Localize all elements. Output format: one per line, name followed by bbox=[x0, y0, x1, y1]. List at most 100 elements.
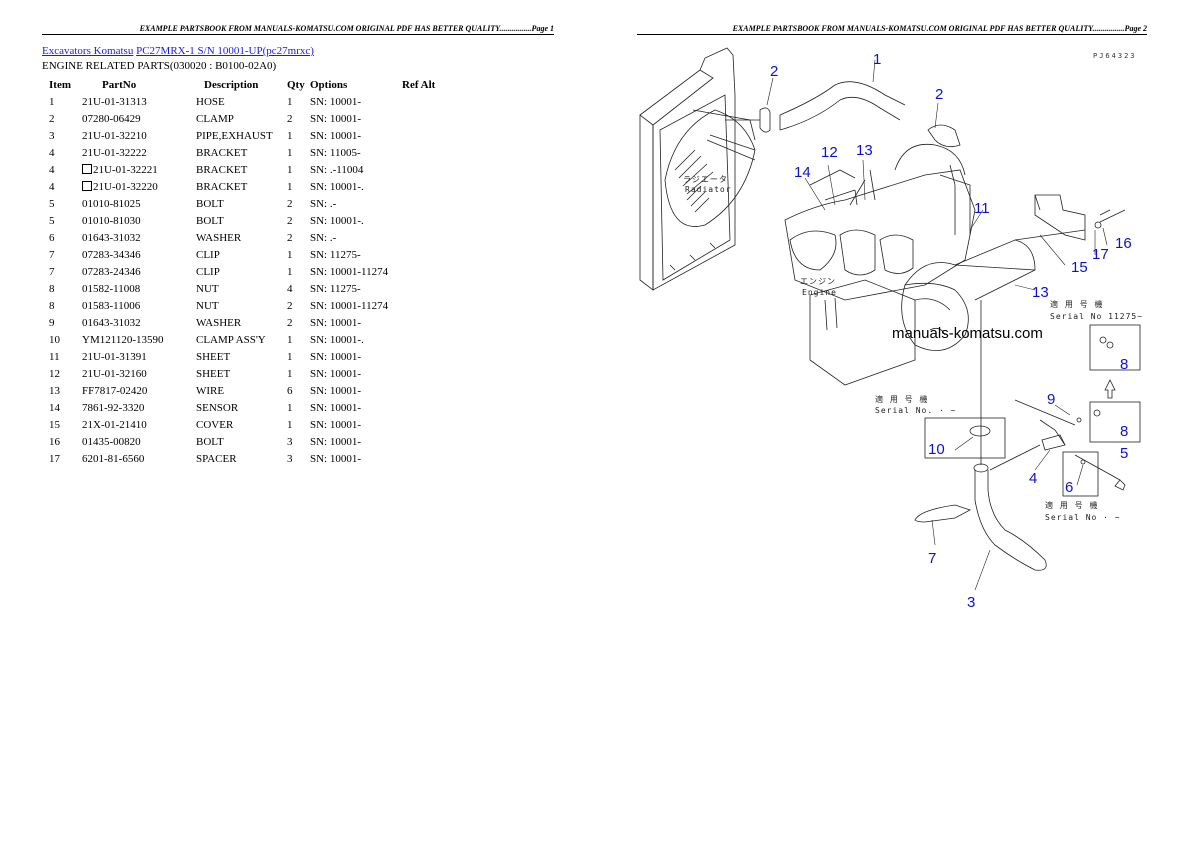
partno-cell: 21U-01-31313 bbox=[82, 93, 196, 110]
ref-alt-cell bbox=[402, 178, 462, 195]
options-cell: SN: .-11004 bbox=[310, 163, 364, 176]
qty-cell: 2 bbox=[287, 299, 293, 312]
item-cell: 15 bbox=[49, 418, 60, 431]
radiator-label-jp: ラジエータ bbox=[683, 175, 728, 184]
checkbox-square-icon bbox=[82, 163, 92, 174]
callout-13: 13 bbox=[856, 142, 873, 159]
options-cell: SN: 10001- bbox=[310, 418, 362, 431]
ref-alt-cell bbox=[402, 365, 462, 382]
qty-cell: 1 bbox=[287, 418, 293, 431]
item-cell: 2 bbox=[49, 112, 55, 125]
callout-10: 10 bbox=[928, 441, 945, 458]
options-cell: SN: .- bbox=[310, 197, 337, 210]
qty-cell: 6 bbox=[287, 384, 293, 397]
options-cell: SN: 10001- bbox=[310, 129, 362, 142]
part-number: 01010-81030 bbox=[82, 214, 141, 227]
part-number: 21U-01-32222 bbox=[82, 146, 147, 159]
callout-9: 9 bbox=[1047, 391, 1056, 408]
diagram-reference-code: PJ64323 bbox=[1093, 52, 1137, 60]
part-number: 01643-31032 bbox=[82, 316, 141, 329]
item-cell: 16 bbox=[49, 435, 60, 448]
partno-cell: 21U-01-32210 bbox=[82, 127, 196, 144]
part-number: FF7817-02420 bbox=[82, 384, 148, 397]
model-link[interactable]: PC27MRX-1 S/N 10001-UP(pc27mrxc) bbox=[136, 45, 314, 57]
part-number: 21U-01-32210 bbox=[82, 129, 147, 142]
qty-cell: 3 bbox=[287, 452, 293, 465]
qty-cell: 1 bbox=[287, 95, 293, 108]
page-header: EXAMPLE PARTSBOOK FROM MANUALS-KOMATSU.C… bbox=[637, 24, 1147, 35]
partno-cell: 21X-01-21410 bbox=[82, 416, 196, 433]
options-cell: SN: 10001- bbox=[310, 112, 362, 125]
partno-cell: 21U-01-31391 bbox=[82, 348, 196, 365]
ref-alt-cell bbox=[402, 195, 462, 212]
column-header-item: Item bbox=[49, 78, 71, 91]
qty-cell: 1 bbox=[287, 180, 293, 193]
ref-alt-cell bbox=[402, 246, 462, 263]
part-number: 21U-01-32160 bbox=[82, 367, 147, 380]
callout-15: 15 bbox=[1071, 259, 1088, 276]
callout-12: 12 bbox=[821, 144, 838, 161]
part-number: 21U-01-32220 bbox=[93, 180, 158, 193]
part-number: 07280-06429 bbox=[82, 112, 141, 125]
description-cell: CLIP bbox=[196, 248, 220, 261]
ref-alt-cell bbox=[402, 127, 462, 144]
qty-cell: 1 bbox=[287, 350, 293, 363]
table-row: 15 21X-01-21410 COVER 1 SN: 10001- bbox=[44, 416, 462, 433]
description-cell: CLAMP ASS'Y bbox=[196, 333, 266, 346]
item-cell: 11 bbox=[49, 350, 60, 363]
description-cell: WIRE bbox=[196, 384, 225, 397]
callout-16: 16 bbox=[1115, 235, 1132, 252]
item-cell: 6 bbox=[49, 231, 55, 244]
partno-cell: 21U-01-32222 bbox=[82, 144, 196, 161]
options-cell: SN: 10001-. bbox=[310, 180, 364, 193]
part-number: 07283-24346 bbox=[82, 265, 141, 278]
partno-cell: 21U-01-32220 bbox=[82, 178, 196, 195]
partno-cell: 07280-06429 bbox=[82, 110, 196, 127]
ref-alt-cell bbox=[402, 161, 462, 178]
part-number: 21X-01-21410 bbox=[82, 418, 147, 431]
item-cell: 7 bbox=[49, 248, 55, 261]
callout-6: 6 bbox=[1065, 479, 1074, 496]
serial-label-jp: 適 用 号 機 bbox=[875, 395, 929, 404]
bracket-drawing bbox=[989, 399, 1126, 491]
ref-alt-cell bbox=[402, 297, 462, 314]
partno-cell: 01643-31032 bbox=[82, 314, 196, 331]
serial-label-jp: 適 用 号 機 bbox=[1045, 501, 1099, 510]
description-cell: COVER bbox=[196, 418, 234, 431]
qty-cell: 1 bbox=[287, 248, 293, 261]
partno-cell: FF7817-02420 bbox=[82, 382, 196, 399]
ref-alt-cell bbox=[402, 280, 462, 297]
options-cell: SN: 10001- bbox=[310, 452, 362, 465]
part-number: 07283-34346 bbox=[82, 248, 141, 261]
callout-7: 7 bbox=[928, 550, 937, 567]
description-cell: BOLT bbox=[196, 197, 224, 210]
qty-cell: 1 bbox=[287, 129, 293, 142]
part-number: 21U-01-31313 bbox=[82, 95, 147, 108]
detail-box-8-lower bbox=[1089, 401, 1141, 443]
engine-drawing bbox=[784, 143, 976, 386]
category-link[interactable]: Excavators Komatsu bbox=[42, 45, 134, 57]
page-1: EXAMPLE PARTSBOOK FROM MANUALS-KOMATSU.C… bbox=[42, 24, 554, 467]
description-cell: BRACKET bbox=[196, 146, 248, 159]
item-cell: 7 bbox=[49, 265, 55, 278]
clip-drawing bbox=[914, 504, 972, 523]
ref-alt-cell bbox=[402, 144, 462, 161]
options-cell: SN: 11005- bbox=[310, 146, 361, 159]
part-number: 7861-92-3320 bbox=[82, 401, 145, 414]
description-cell: BRACKET bbox=[196, 180, 248, 193]
options-cell: SN: .- bbox=[310, 231, 337, 244]
partno-cell: 01583-11006 bbox=[82, 297, 196, 314]
partno-cell: 21U-01-32221 bbox=[82, 161, 196, 178]
part-number: 01583-11006 bbox=[82, 299, 141, 312]
callout-8: 8 bbox=[1120, 356, 1129, 373]
part-number: 6201-81-6560 bbox=[82, 452, 145, 465]
serial-label-blank: Serial No · ~ bbox=[1045, 513, 1121, 522]
description-cell: CLIP bbox=[196, 265, 220, 278]
